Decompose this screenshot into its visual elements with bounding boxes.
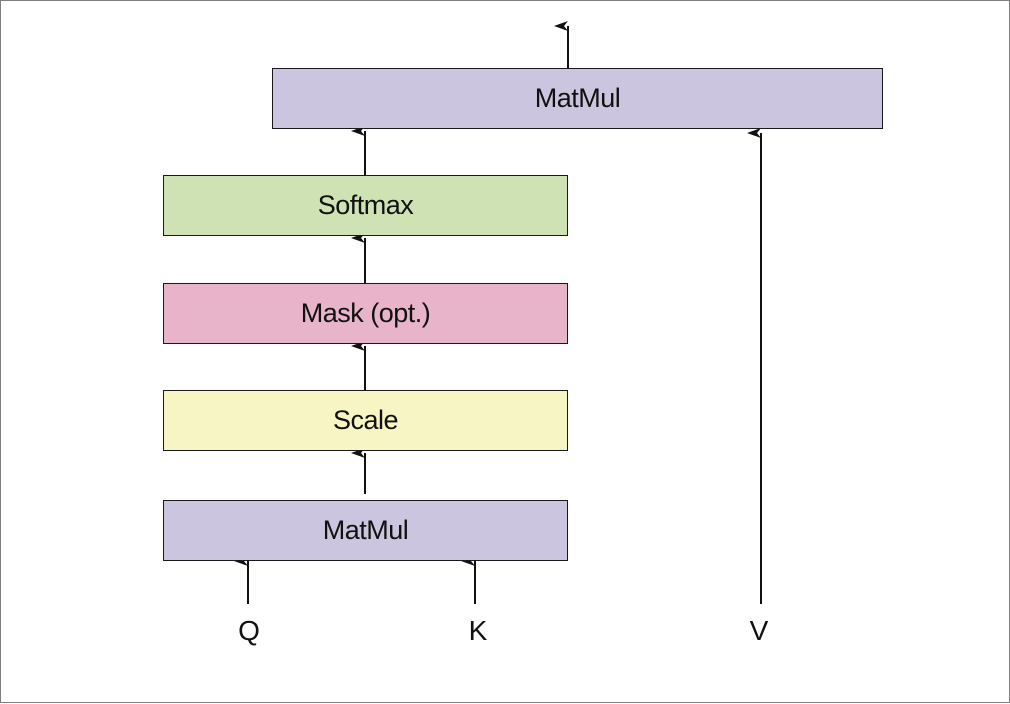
- softmax-label: Softmax: [317, 190, 414, 220]
- matmul-top-label: MatMul: [534, 83, 621, 113]
- matmul-bottom-block: MatMul: [163, 500, 568, 561]
- mask-label: Mask (opt.): [300, 298, 431, 328]
- scale-label: Scale: [332, 405, 399, 435]
- k-input-label: K: [468, 615, 488, 646]
- scale-block: Scale: [163, 390, 568, 451]
- softmax-block: Softmax: [163, 175, 568, 236]
- v-input-label: V: [749, 615, 769, 646]
- q-input-label: Q: [238, 615, 260, 646]
- matmul-top-block: MatMul: [272, 68, 883, 129]
- matmul-bottom-label: MatMul: [322, 515, 409, 545]
- mask-block: Mask (opt.): [163, 283, 568, 344]
